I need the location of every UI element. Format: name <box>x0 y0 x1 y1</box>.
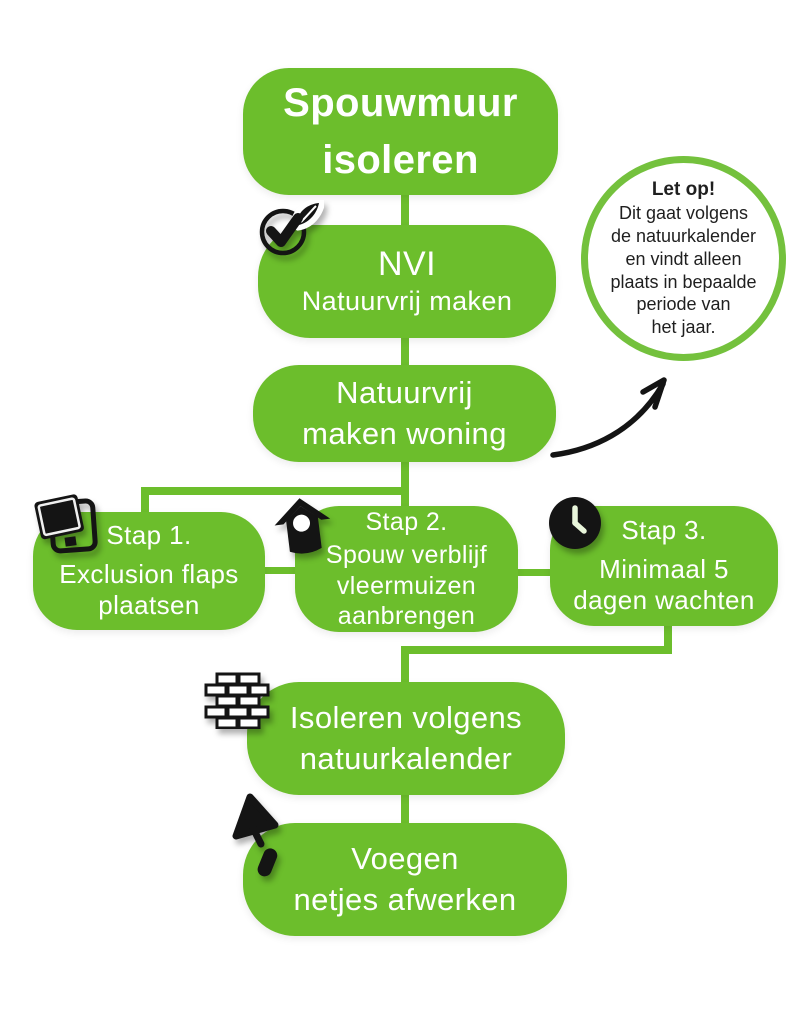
note-line: het jaar. <box>651 317 716 338</box>
step-3-line: Minimaal 5 <box>599 553 729 584</box>
isoleren-line2: natuurkalender <box>299 740 513 776</box>
nvi-box: NVI Natuurvrij maken <box>258 225 556 338</box>
step-2-line: Spouw verblijf <box>325 541 488 569</box>
step-1-line: plaatsen <box>98 590 200 621</box>
step-1-line: Exclusion flaps <box>59 558 239 589</box>
step-3-title: Stap 3. <box>621 514 707 545</box>
nvi-subtitle: Natuurvrij maken <box>301 286 513 317</box>
note-circle: Let op! Dit gaat volgens de natuurkalend… <box>581 156 786 361</box>
brick-wall-icon <box>204 672 270 729</box>
step-1-box: Stap 1. Exclusion flaps plaatsen <box>33 512 265 630</box>
connector-step1-stub <box>141 487 149 514</box>
note-heading: Let op! <box>651 178 716 200</box>
connector-step2-step3 <box>516 569 552 576</box>
woning-line2: maken woning <box>302 415 507 451</box>
isoleren-line1: Isoleren volgens <box>289 699 523 735</box>
connector-step1-step2 <box>263 567 297 574</box>
connector-nvi-woning <box>401 336 409 367</box>
connector-isoleren-voegen <box>401 793 409 825</box>
connector-horizontal-top <box>141 487 409 495</box>
isoleren-box: Isoleren volgens natuurkalender <box>247 682 565 795</box>
note-line: de natuurkalender <box>610 225 757 246</box>
birdhouse-icon <box>274 498 331 554</box>
nvi-heading: NVI <box>378 244 436 283</box>
voegen-line1: Voegen <box>351 840 459 876</box>
note-line: periode van <box>636 294 731 315</box>
connector-title-nvi <box>401 192 409 228</box>
note-line: en vindt alleen <box>625 248 742 269</box>
exclusion-flap-icon <box>34 494 98 554</box>
voegen-line2: netjes afwerken <box>293 881 517 917</box>
curved-arrow-icon <box>550 377 667 458</box>
connector-step3-stub <box>664 624 672 650</box>
title-box: Spouwmuur isoleren <box>243 68 558 195</box>
voegen-box: Voegen netjes afwerken <box>243 823 567 936</box>
trowel-icon <box>232 793 279 877</box>
title-line2: isoleren <box>322 137 479 182</box>
woning-line1: Natuurvrij <box>336 375 473 411</box>
connector-woning-step2 <box>401 460 409 508</box>
check-leaf-icon <box>259 200 324 256</box>
connector-into-isoleren <box>401 646 409 686</box>
note-line: plaats in bepaalde <box>610 271 757 292</box>
step-2-title: Stap 2. <box>365 507 448 536</box>
step-2-line: aanbrengen <box>337 602 476 630</box>
connector-horizontal-bottom <box>401 646 672 654</box>
step-2-box: Stap 2. Spouw verblijf vleermuizen aanbr… <box>295 506 518 632</box>
note-line: Dit gaat volgens <box>618 202 749 223</box>
title-line1: Spouwmuur <box>283 80 518 125</box>
step-2-line: vleermuizen <box>336 571 477 600</box>
natuurvrij-woning-box: Natuurvrij maken woning <box>253 365 556 462</box>
clock-icon <box>549 497 601 549</box>
step-1-title: Stap 1. <box>106 519 192 550</box>
step-3-line: dagen wachten <box>573 585 755 616</box>
